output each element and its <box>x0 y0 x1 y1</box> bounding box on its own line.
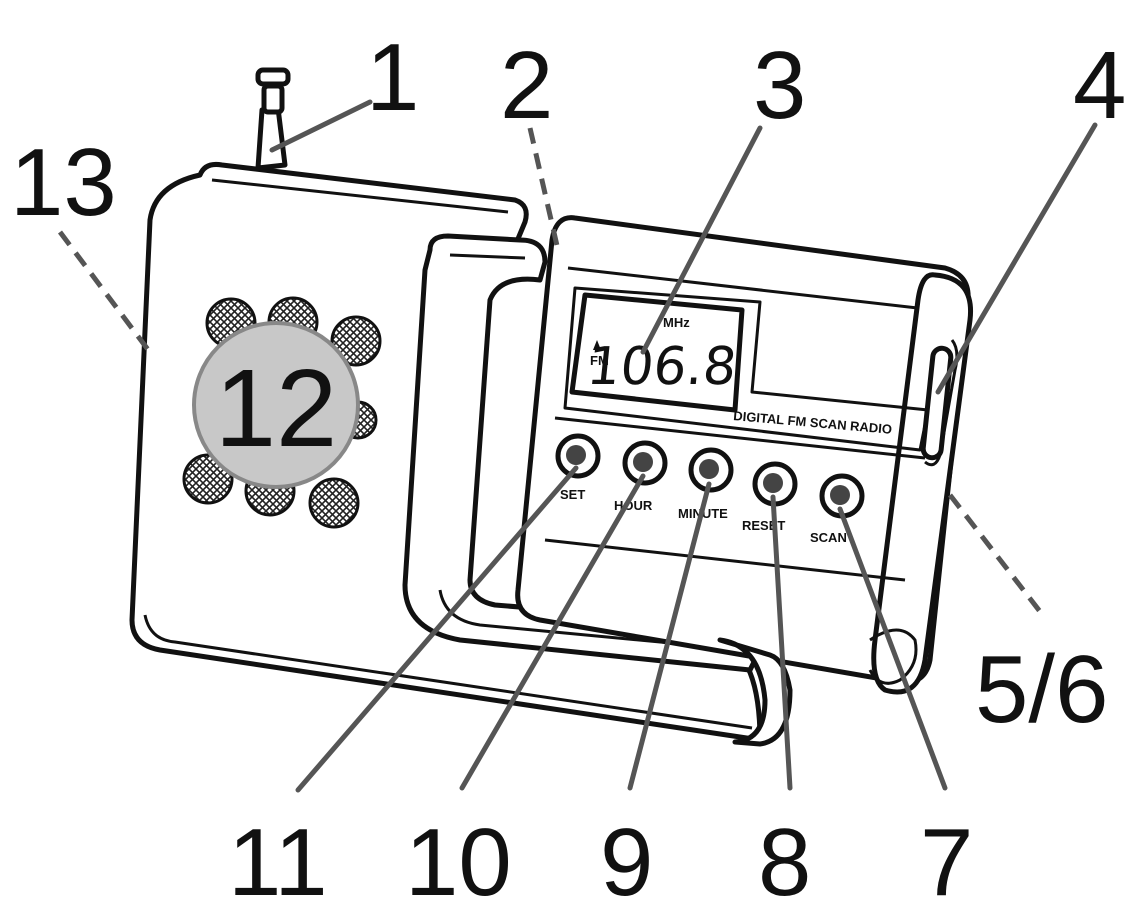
button-set-label: SET <box>560 487 585 502</box>
button-hour[interactable]: HOUR <box>614 440 668 513</box>
callout-4: 4 <box>1073 32 1126 139</box>
callout-11: 11 <box>228 809 328 912</box>
button-set[interactable]: SET <box>555 433 601 502</box>
callout-12-label: 12 <box>215 347 337 470</box>
callout-1: 1 <box>366 24 419 131</box>
button-scan-label: SCAN <box>810 530 847 545</box>
button-reset-label: RESET <box>742 518 785 533</box>
lcd-band: FM <box>590 353 609 368</box>
callout-2: 2 <box>500 32 553 139</box>
lcd-display: MHz FM 106.8 <box>569 292 745 413</box>
leader-lines <box>57 99 1098 793</box>
callout-10: 10 <box>405 809 512 912</box>
callout-9: 9 <box>600 809 653 912</box>
callout-7: 7 <box>920 809 973 912</box>
antenna <box>255 67 291 171</box>
callout-5-6: 5/6 <box>975 636 1108 743</box>
button-hour-label: HOUR <box>614 498 653 513</box>
callout-numbers: 1 2 3 4 13 5/6 11 10 9 8 7 <box>10 24 1126 912</box>
callout-3: 3 <box>753 32 806 139</box>
button-minute[interactable]: MINUTE <box>678 447 734 521</box>
callout-12: 12 <box>192 321 360 489</box>
callout-8: 8 <box>758 809 811 912</box>
callout-13: 13 <box>10 129 117 236</box>
signal-arrow-icon <box>593 340 601 350</box>
button-scan[interactable]: SCAN <box>810 473 865 545</box>
lcd-unit: MHz <box>663 315 690 330</box>
lcd-frequency: 106.8 <box>584 337 739 397</box>
